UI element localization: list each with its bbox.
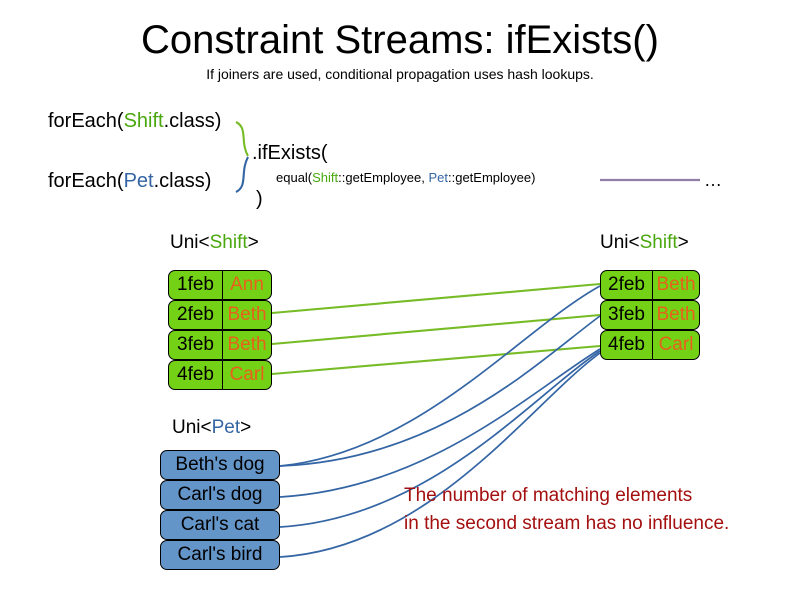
label-suffix: > [247,232,259,253]
shift-result-box[interactable]: 3feb Beth [600,300,700,330]
wire-pet-beths-dog-a [279,285,601,467]
wire-shift-2feb [271,282,601,315]
label-type: Shift [639,232,678,253]
shift-employee: Beth [656,274,696,295]
shift-employee: Ann [230,274,264,295]
wire-shift-4feb [271,344,601,376]
annotation-line-1: The number of matching elements [404,485,693,506]
code-equal-prefix: equal( [276,170,313,185]
code-close-paren: ) [256,188,263,210]
shift-date: 4feb [169,361,223,389]
shift-fact-box[interactable]: 2feb Beth [168,300,272,330]
pet-fact-box[interactable]: Carl's dog [160,480,280,510]
code-ellipsis: … [704,170,722,190]
shift-fact-box[interactable]: 1feb Ann [168,270,272,300]
shift-result-box[interactable]: 4feb Carl [600,330,700,360]
shift-employee: Carl [229,364,265,385]
label-suffix: > [677,232,689,253]
label-prefix: Uni< [170,232,210,253]
shift-date: 2feb [169,301,223,329]
shift-fact-box[interactable]: 4feb Carl [168,360,272,390]
shift-date: 3feb [601,301,653,329]
label-type: Pet [211,417,241,438]
code-foreach-pet-prefix: forEach( [48,170,124,192]
annotation-line-2: in the second stream has no influence. [404,513,730,534]
code-if-exists: .ifExists( [252,142,328,164]
page-subtitle: If joiners are used, conditional propaga… [206,66,594,82]
label-uni-shift-left: Uni<Shift> [170,232,259,254]
code-foreach-pet: forEach(Pet.class) [48,170,211,193]
brace-upper-green [235,121,249,157]
code-foreach-pet-class: Pet [123,170,154,192]
wire-pet-beths-dog-b [279,315,601,467]
label-uni-shift-right: Uni<Shift> [600,232,689,254]
wire-shift-3feb [271,313,601,346]
code-foreach-shift-prefix: forEach( [48,110,124,132]
shift-employee: Carl [658,334,694,355]
shift-date: 4feb [601,331,653,359]
shift-date: 3feb [169,331,223,359]
shift-employee: Beth [227,334,267,355]
pet-fact-box[interactable]: Carl's cat [160,510,280,540]
code-equal-suffix: ::getEmployee) [448,170,536,185]
label-prefix: Uni< [172,417,212,438]
code-foreach-pet-suffix: .class) [153,170,212,192]
page-title: Constraint Streams: ifExists() [141,18,659,62]
code-equal-mid: ::getEmployee, [338,170,429,185]
shift-result-box[interactable]: 2feb Beth [600,270,700,300]
label-suffix: > [240,417,252,438]
pet-fact-box[interactable]: Carl's bird [160,540,280,570]
annotation-note: The number of matching elements in the s… [404,482,729,538]
code-equal-pet: Pet [428,170,448,185]
code-foreach-shift-class: Shift [123,110,164,132]
label-type: Shift [209,232,248,253]
shift-employee: Beth [656,304,696,325]
label-uni-pet: Uni<Pet> [172,417,251,439]
shift-fact-box[interactable]: 3feb Beth [168,330,272,360]
shift-date: 1feb [169,271,223,299]
pet-fact-box[interactable]: Beth's dog [160,450,280,480]
code-equal-joiner: equal(Shift::getEmployee, Pet::getEmploy… [276,170,535,185]
shift-employee: Beth [227,304,267,325]
code-equal-shift: Shift [312,170,339,185]
brace-lower-blue [235,156,249,193]
wire-pet-carls-dog [279,348,601,498]
code-foreach-shift-suffix: .class) [163,110,222,132]
label-prefix: Uni< [600,232,640,253]
code-foreach-shift: forEach(Shift.class) [48,110,221,133]
shift-date: 2feb [601,271,653,299]
